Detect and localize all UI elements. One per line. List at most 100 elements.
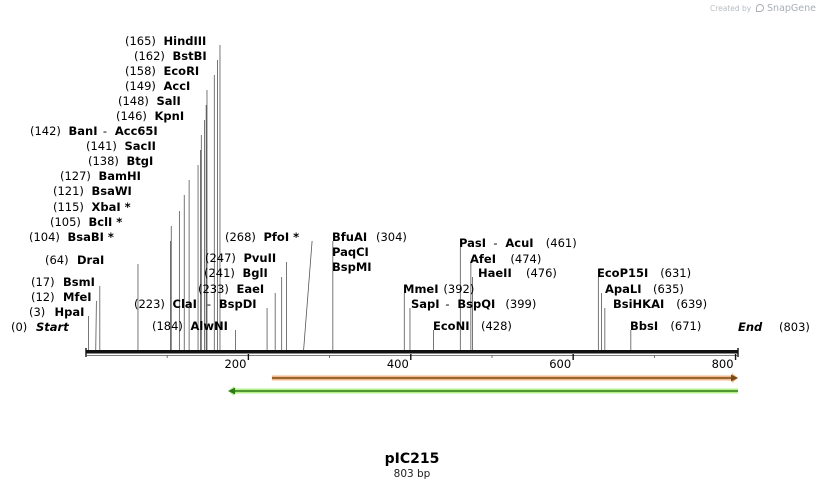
sequence-length: 803 bp <box>393 468 431 480</box>
site-name-pvuii: PvuII <box>244 251 277 265</box>
site-name-apali: ApaLI <box>605 282 642 296</box>
site-name-separator: - <box>103 124 107 138</box>
site-name-paqci: PaqCI <box>332 245 369 259</box>
site-name-separator: - <box>445 297 449 311</box>
site-position: (121) <box>53 184 84 198</box>
site-position: (223) <box>134 297 165 311</box>
site-name-hindiii: HindIII <box>164 34 207 48</box>
site-name-econi: EcoNI <box>433 319 469 333</box>
site-name-bstbi: BstBI <box>173 49 207 63</box>
site-position: (3) <box>29 305 45 319</box>
site-position: (476) <box>526 266 557 280</box>
site-position: (268) <box>225 230 256 244</box>
watermark-prefix: Created by <box>709 4 752 13</box>
site-position: (12) <box>31 290 55 304</box>
site-name-bsabi: BsaBI * <box>68 230 114 244</box>
site-position: (184) <box>152 319 183 333</box>
site-position: (146) <box>116 109 147 123</box>
site-position: (158) <box>125 64 156 78</box>
site-name-alwni: AlwNI <box>191 319 228 333</box>
site-name-acui: AcuI <box>505 236 533 250</box>
site-position: (138) <box>88 154 119 168</box>
site-name-bspmi: BspMI <box>332 260 372 274</box>
site-position: (165) <box>125 34 156 48</box>
ruler-tick-label-600: 600 <box>549 357 571 371</box>
site-position: (671) <box>670 319 701 333</box>
site-position: (115) <box>53 200 84 214</box>
sequence-title: pIC215 <box>384 451 440 467</box>
site-connector-1 <box>95 300 97 351</box>
site-position: (162) <box>134 49 165 63</box>
site-name-ecop15i: EcoP15I <box>597 266 648 280</box>
ruler-tick-label-400: 400 <box>387 357 409 371</box>
site-position: (104) <box>29 230 60 244</box>
site-name-separator: - <box>207 297 211 311</box>
site-name-afei: AfeI <box>470 252 496 266</box>
end-label: End <box>738 320 763 334</box>
site-name-bsmi: BsmI <box>63 275 95 289</box>
site-name-acci: AccI <box>164 79 191 93</box>
site-position: (639) <box>676 297 707 311</box>
site-position: (241) <box>204 266 235 280</box>
sequence-backbone <box>86 350 738 354</box>
ruler-tick-label-200: 200 <box>224 357 246 371</box>
site-connector-23 <box>303 240 313 351</box>
site-name-bspdi: BspDI <box>219 297 257 311</box>
snapgene-logo-icon <box>755 4 764 12</box>
site-name-xbai: XbaI * <box>92 200 131 214</box>
site-name-drai: DraI <box>77 253 104 267</box>
site-name-bcli: BclI * <box>89 215 123 229</box>
site-name-clai: ClaI <box>173 297 197 311</box>
watermark-brand: SnapGene <box>767 3 816 14</box>
site-position: (635) <box>653 282 684 296</box>
site-position: (105) <box>50 215 81 229</box>
green-feature-arrow-head <box>228 387 236 395</box>
site-name-bbsi: BbsI <box>630 319 658 333</box>
end-position: (803) <box>779 320 810 334</box>
site-name-sali: SalI <box>157 94 181 108</box>
site-name-kpni: KpnI <box>155 109 185 123</box>
site-position: (461) <box>546 236 577 250</box>
ruler-tick-label-800: 800 <box>712 357 734 371</box>
start-position: (0) <box>11 320 27 334</box>
site-position: (399) <box>505 297 536 311</box>
site-name-bani: BanI <box>69 124 98 138</box>
site-position: (631) <box>660 266 691 280</box>
site-position: (141) <box>86 139 117 153</box>
site-name-bfuai: BfuAI <box>332 230 367 244</box>
site-position: (17) <box>31 275 55 289</box>
site-name-bsihkai: BsiHKAI <box>613 297 664 311</box>
site-position: (149) <box>125 79 156 93</box>
site-name-bspqi: BspQI <box>457 297 495 311</box>
site-name-sapi: SapI <box>411 297 440 311</box>
site-position: (392) <box>443 282 474 296</box>
site-name-mmei: MmeI <box>403 282 439 296</box>
site-position: (474) <box>510 252 541 266</box>
orange-feature-arrow-head <box>731 374 738 382</box>
site-position: (148) <box>118 94 149 108</box>
site-name-eaei: EaeI <box>237 282 265 296</box>
site-name-bgli: BglI <box>243 266 268 280</box>
site-position: (247) <box>205 251 236 265</box>
site-name-btgi: BtgI <box>127 154 154 168</box>
site-name-pfoi: PfoI * <box>264 230 300 244</box>
site-position: (428) <box>481 319 512 333</box>
site-position: (233) <box>198 282 229 296</box>
site-name-haeii: HaeII <box>478 266 512 280</box>
site-name-mfei: MfeI <box>63 290 92 304</box>
site-name-ecori: EcoRI <box>164 64 200 78</box>
watermark: Created by SnapGene <box>710 3 816 14</box>
site-name-sacii: SacII <box>125 139 156 153</box>
site-position: (64) <box>45 253 69 267</box>
site-position: (127) <box>60 169 91 183</box>
start-label: Start <box>36 320 69 334</box>
site-name-pasi: PasI <box>459 236 486 250</box>
site-position: (304) <box>376 230 407 244</box>
site-position: (142) <box>30 124 61 138</box>
site-name-bamhi: BamHI <box>99 169 141 183</box>
site-name-hpai: HpaI <box>55 305 85 319</box>
site-name-acc65i: Acc65I <box>115 124 158 138</box>
site-name-bsawi: BsaWI <box>92 184 132 198</box>
site-name-separator: - <box>493 236 497 250</box>
